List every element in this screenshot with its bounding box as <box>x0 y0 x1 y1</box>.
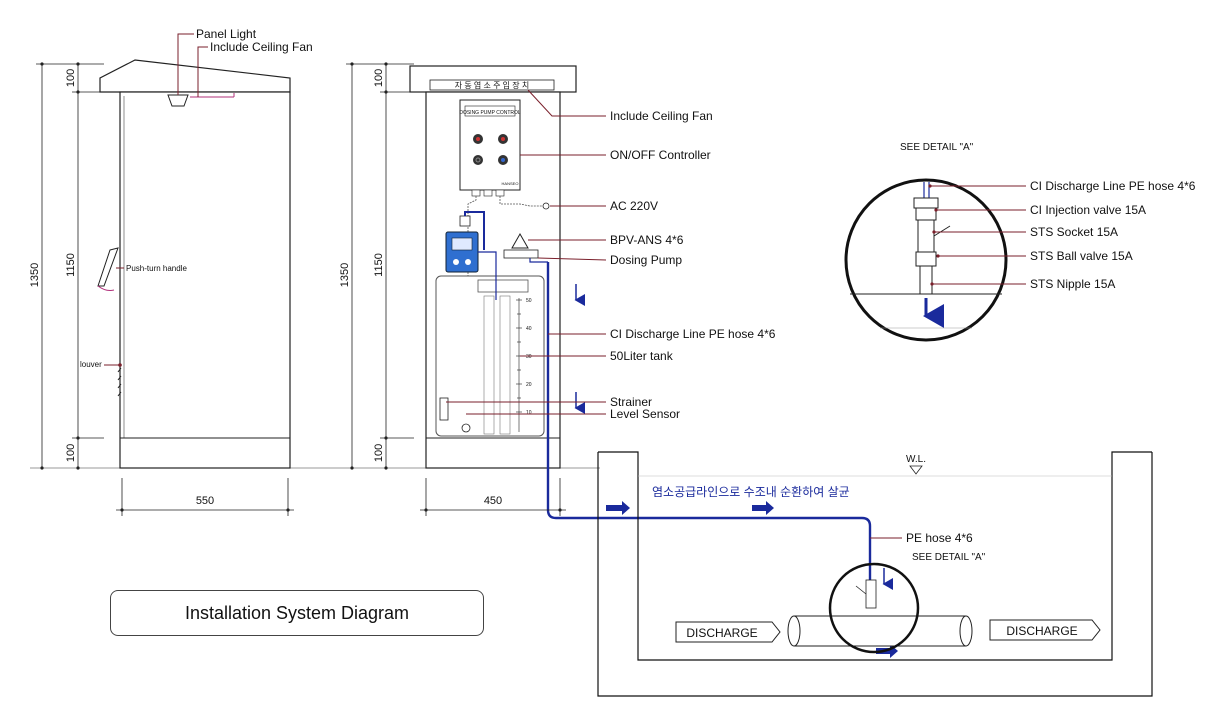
side-view: Panel Light Include Ceiling Fan Push-tur… <box>29 27 313 516</box>
svg-text:10: 10 <box>526 410 532 416</box>
controller-buttons <box>473 134 508 165</box>
side-roof <box>99 59 291 93</box>
discharge-hose <box>546 262 872 580</box>
svg-text:50: 50 <box>526 298 532 304</box>
svg-text:40: 40 <box>526 326 532 332</box>
strainer-icon <box>439 397 449 421</box>
detail-title: SEE DETAIL "A" <box>900 142 974 153</box>
callout-ac-220v: AC 220V <box>610 199 658 213</box>
callout-bpv: BPV-ANS 4*6 <box>610 233 684 247</box>
front-header-text: 자 동 염 소 주 입 장 치 <box>455 80 529 90</box>
front-view: 자 동 염 소 주 입 장 치 DOSING PUMP CONTROL HANS… <box>339 62 872 580</box>
discharge-pipe <box>793 615 967 647</box>
callout-tank: 50Liter tank <box>610 349 674 363</box>
push-turn-handle-icon <box>97 247 119 287</box>
basin-inner-wall <box>598 451 1152 661</box>
detail-callout-nipple: STS Nipple 15A <box>1030 277 1115 291</box>
detail-callout-ball-valve: STS Ball valve 15A <box>1030 249 1133 263</box>
svg-text:DOSING PUMP CONTROL: DOSING PUMP CONTROL <box>459 110 521 116</box>
front-dim-total: 1350 <box>339 263 351 287</box>
detail-a: SEE DETAIL "A" CI Discharge Line PE hose… <box>844 142 1196 342</box>
callout-level-sensor: Level Sensor <box>610 407 680 421</box>
basin-outer-wall <box>597 452 1153 697</box>
level-sensor-icon <box>461 423 471 433</box>
side-dim-bottom: 100 <box>65 444 77 462</box>
svg-text:20: 20 <box>526 382 532 388</box>
callout-ceiling-fan: Include Ceiling Fan <box>610 109 713 123</box>
side-dim-width: 550 <box>196 495 214 507</box>
basin-detail-circle <box>828 562 920 654</box>
pe-hose-label: PE hose 4*6 <box>906 531 973 545</box>
panel-light-label: Panel Light <box>196 27 257 41</box>
side-cabinet <box>119 91 291 469</box>
diagram-caption: Installation System Diagram <box>110 590 484 636</box>
louver-label: louver <box>80 360 102 369</box>
detail-callout-injection-valve: CI Injection valve 15A <box>1030 203 1146 217</box>
front-dim-top: 100 <box>373 69 385 87</box>
callout-discharge-line: CI Discharge Line PE hose 4*6 <box>610 327 776 341</box>
callout-dosing-pump: Dosing Pump <box>610 253 682 267</box>
front-dim-middle: 1150 <box>373 253 385 277</box>
panel-light-icon <box>167 94 189 107</box>
water-level-icon <box>909 465 923 475</box>
basin-korean-note: 염소공급라인으로 수조내 순환하여 살균 <box>652 485 850 499</box>
callout-strainer: Strainer <box>610 395 652 409</box>
side-dim-total: 1350 <box>29 263 41 287</box>
discharge-right-label: DISCHARGE <box>1006 624 1077 638</box>
discharge-left-label: DISCHARGE <box>686 626 757 640</box>
basin: W.L. 염소공급라인으로 수조내 순환하여 살균 PE hose 4*6 SE… <box>597 451 1153 697</box>
callout-on-off-controller: ON/OFF Controller <box>610 148 711 162</box>
side-dim-middle: 1150 <box>65 253 77 277</box>
detail-callout-hose: CI Discharge Line PE hose 4*6 <box>1030 179 1196 193</box>
water-level-label: W.L. <box>906 454 926 465</box>
side-dim-top: 100 <box>65 69 77 87</box>
discharge-right-arrow <box>989 619 1101 641</box>
ac-plug-icon <box>542 202 550 210</box>
svg-text:30: 30 <box>526 354 532 360</box>
front-dim-width: 450 <box>484 495 502 507</box>
louver-icon <box>117 367 122 397</box>
svg-text:HANSEO: HANSEO <box>502 181 519 186</box>
bpv-icon <box>511 232 529 249</box>
front-dim-bottom: 100 <box>373 444 385 462</box>
detail-callout-socket: STS Socket 15A <box>1030 225 1118 239</box>
basin-see-detail: SEE DETAIL "A" <box>912 552 986 563</box>
discharge-left-arrow <box>675 621 781 643</box>
side-ceiling-fan-label: Include Ceiling Fan <box>210 40 313 54</box>
handle-label: Push-turn handle <box>126 264 187 273</box>
